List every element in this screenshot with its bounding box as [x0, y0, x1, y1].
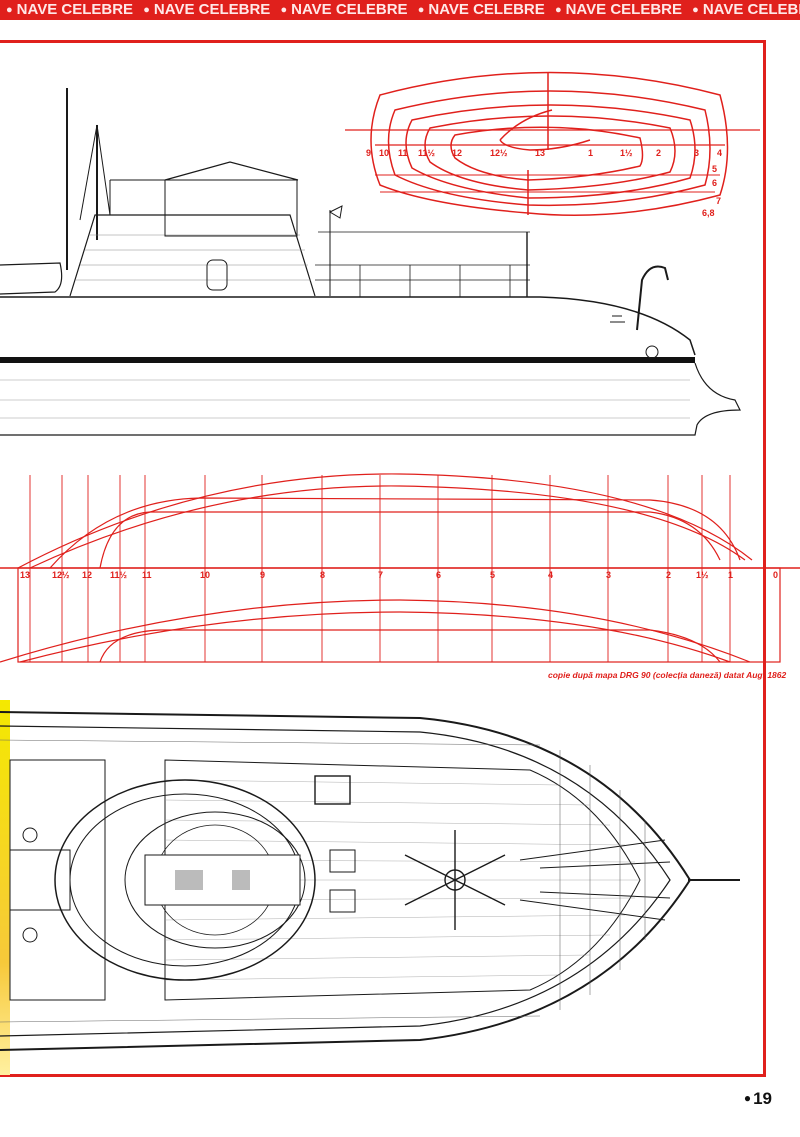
- station-label: 10: [200, 570, 210, 580]
- station-label: 11½: [418, 148, 436, 158]
- station-label: 9: [366, 148, 371, 158]
- station-label: 9: [260, 570, 265, 580]
- station-label: 7: [378, 570, 383, 580]
- body-plan-labels: 9 10 11 11½ 12 12½ 13 1 1½ 2 3 4 5 6 7 6…: [366, 148, 722, 218]
- deck-plan-drawing: [0, 711, 740, 1051]
- banner-text: NAVE CELEBRE: [565, 1, 682, 18]
- station-label: 13: [20, 570, 30, 580]
- station-label: 2: [666, 570, 671, 580]
- station-label: 3: [606, 570, 611, 580]
- half-breadth-plan-drawing: [0, 473, 800, 663]
- station-label: 6: [436, 570, 441, 580]
- station-label: 3: [694, 148, 699, 158]
- station-label: 12½: [490, 148, 508, 158]
- station-label: 2: [656, 148, 661, 158]
- banner-text: NAVE CELEBRE: [16, 1, 134, 18]
- station-label: 11½: [110, 570, 128, 580]
- station-label: 4: [717, 148, 722, 158]
- waterline-label: 7: [716, 196, 721, 206]
- station-label: 4: [548, 570, 553, 580]
- waterline-label: 6,8: [702, 208, 715, 218]
- station-label: 5: [490, 570, 495, 580]
- station-label: 1: [588, 148, 593, 158]
- page-number-text: 19: [753, 1089, 772, 1108]
- waterline-label: 6: [712, 178, 717, 188]
- bullet-icon: ●: [743, 1091, 752, 1105]
- header-banner: ●NAVE CELEBRE ●NAVE CELEBRE ●NAVE CELEBR…: [0, 0, 800, 20]
- station-label: 1½: [696, 570, 709, 580]
- station-label: 12: [82, 570, 92, 580]
- edge-color-strip: [0, 700, 10, 1075]
- side-profile-drawing: [0, 88, 741, 436]
- station-label: 0: [773, 570, 778, 580]
- page-number: ●19: [744, 1089, 772, 1109]
- half-breadth-labels: 13 12½ 12 11½ 11 10 9 8 7 6 5 4 3 2 1½ 1…: [20, 570, 778, 580]
- station-label: 11: [398, 148, 408, 158]
- source-caption: copie după mapa DRG 90 (colecția daneză)…: [548, 670, 786, 680]
- page-frame: [0, 40, 766, 1077]
- banner-text: NAVE CELEBRE: [428, 1, 545, 18]
- station-label: 12½: [52, 570, 70, 580]
- banner-text: NAVE CELEBRE: [291, 1, 408, 18]
- banner-text: NAVE CELEBRE: [702, 1, 800, 18]
- station-label: 1: [728, 570, 733, 580]
- station-label: 13: [535, 148, 545, 158]
- station-label: 12: [452, 148, 462, 158]
- waterline-label: 5: [712, 164, 717, 174]
- body-plan-drawing: [345, 71, 760, 216]
- banner-text: NAVE CELEBRE: [153, 1, 271, 18]
- station-label: 8: [320, 570, 325, 580]
- station-label: 10: [379, 148, 389, 158]
- station-label: 11: [142, 570, 152, 580]
- station-label: 1½: [620, 148, 633, 158]
